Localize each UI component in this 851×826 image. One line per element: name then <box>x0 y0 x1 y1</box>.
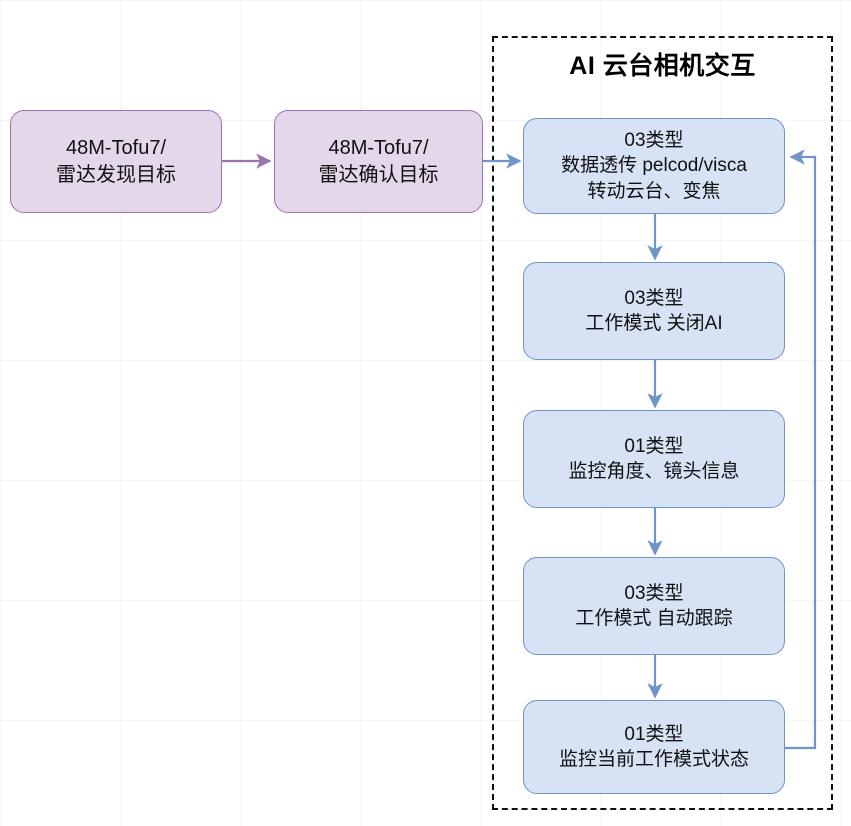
node-passthrough-line-1: 03类型 <box>624 130 684 152</box>
node-radar-detect[interactable]: 48M-Tofu7/ 雷达发现目标 <box>10 110 222 213</box>
node-monitor-angle-lens-line-2: 监控角度、镜头信息 <box>568 461 740 482</box>
node-mode-close-ai-line-1: 03类型 <box>624 287 684 309</box>
node-monitor-angle-lens-line-1: 01类型 <box>624 435 684 457</box>
node-radar-detect-line-2: 雷达发现目标 <box>56 163 176 186</box>
node-monitor-mode-status[interactable]: 01类型 监控当前工作模式状态 <box>523 700 785 794</box>
node-mode-auto-track-line-2: 工作模式 自动跟踪 <box>575 608 733 629</box>
node-monitor-mode-status-line-2: 监控当前工作模式状态 <box>558 749 749 770</box>
node-mode-close-ai-line-2: 工作模式 关闭AI <box>585 313 723 334</box>
node-passthrough-line-3: 转动云台、变焦 <box>587 180 721 202</box>
node-mode-auto-track-line-1: 03类型 <box>624 582 684 604</box>
node-radar-confirm-line-1: 48M-Tofu7/ <box>328 137 429 160</box>
node-passthrough[interactable]: 03类型 数据透传 pelcod/visca 转动云台、变焦 <box>523 118 785 214</box>
node-monitor-mode-status-line-1: 01类型 <box>624 723 684 745</box>
node-radar-confirm[interactable]: 48M-Tofu7/ 雷达确认目标 <box>274 110 483 213</box>
node-passthrough-line-2: 数据透传 pelcod/visca <box>561 155 747 177</box>
node-radar-confirm-line-2: 雷达确认目标 <box>318 163 439 186</box>
node-mode-close-ai[interactable]: 03类型 工作模式 关闭AI <box>523 262 785 360</box>
node-mode-auto-track[interactable]: 03类型 工作模式 自动跟踪 <box>523 557 785 655</box>
node-monitor-angle-lens[interactable]: 01类型 监控角度、镜头信息 <box>523 410 785 508</box>
node-radar-detect-line-1: 48M-Tofu7/ <box>65 137 167 160</box>
ai-gimbal-group-container <box>492 36 833 810</box>
group-title: AI 云台相机交互 <box>569 52 756 80</box>
